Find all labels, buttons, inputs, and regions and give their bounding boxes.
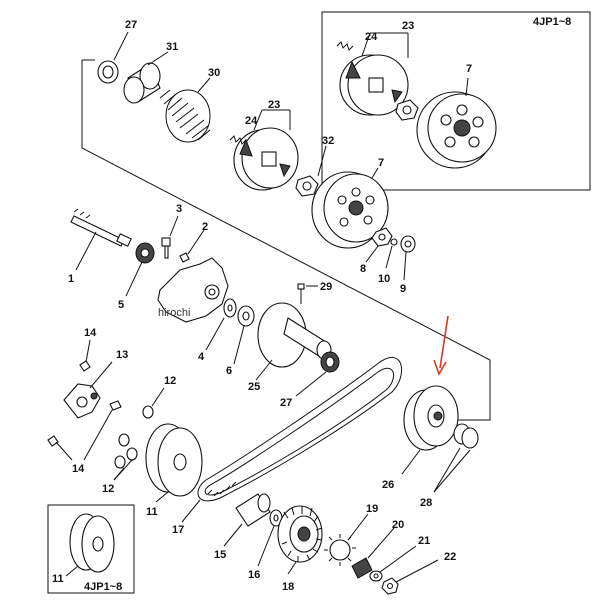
washer-27: [97, 60, 119, 84]
inset-top-border: [321, 11, 591, 191]
part-number: 2: [202, 221, 208, 233]
part-number: 27: [125, 19, 137, 31]
frame-outline: [81, 60, 491, 421]
spring-30: [159, 89, 211, 143]
washer-10: [390, 238, 398, 246]
washer-21: [369, 570, 383, 582]
part-number: 14: [72, 463, 85, 475]
part-number: 13: [116, 349, 128, 361]
part-number: 28: [420, 497, 432, 509]
part-number: 11: [52, 573, 64, 585]
part-number: 5: [118, 299, 124, 311]
part-number: 19: [366, 503, 378, 515]
part-number: 24: [245, 115, 258, 127]
part-number: 7: [466, 63, 472, 75]
part-number: 32: [322, 135, 334, 147]
sheave-11: [145, 423, 203, 497]
fan-18: [277, 505, 323, 563]
transmission-cover: [157, 257, 229, 323]
part-number: 9: [400, 283, 406, 295]
o-rings-28: [453, 423, 479, 449]
inset-top-title: 4JP1~8: [533, 16, 571, 28]
part-number: 7: [378, 157, 384, 169]
part-number: 12: [164, 375, 176, 387]
part-number: 30: [208, 67, 220, 79]
part-number: 23: [402, 20, 414, 32]
part-number: 23: [268, 99, 280, 111]
part-number: 21: [418, 535, 430, 547]
collar-15: [235, 493, 271, 527]
rollers-12: [114, 405, 154, 469]
belt-17: [197, 356, 403, 502]
part-number: 18: [282, 581, 294, 593]
collar-31: [123, 62, 161, 104]
washer-6: [237, 305, 255, 327]
part-number: 22: [444, 551, 456, 563]
spring-part: [336, 41, 354, 51]
dowel-2: [179, 252, 190, 263]
part-number: 6: [226, 365, 232, 377]
part-number: 31: [166, 41, 178, 53]
part-number: 1: [68, 273, 74, 285]
part-number: 24: [365, 31, 378, 43]
part-number: 12: [102, 483, 114, 495]
indicator-arrow: [433, 315, 449, 376]
clutch-23: [233, 127, 299, 191]
inset-top: 4JP1~8: [321, 11, 591, 191]
clip-14: [79, 360, 91, 372]
washer-4: [223, 298, 237, 318]
inset-bottom-border: [47, 504, 135, 594]
sheave-25: [257, 302, 332, 368]
part-number: 20: [392, 519, 404, 531]
part-number: 29: [320, 281, 332, 293]
part-number: 27: [280, 397, 292, 409]
oil-seal-27: [320, 351, 340, 373]
nut-8: [371, 227, 393, 247]
part-number: 14: [84, 327, 97, 339]
part-number: 17: [172, 524, 184, 536]
clutch-housing-7: [311, 171, 389, 249]
clip-14b: [47, 435, 59, 447]
inset-bottom-title: 4JP1~8: [84, 581, 122, 593]
part-number: 26: [382, 479, 394, 491]
clutch-part: [339, 54, 409, 116]
part-number: 8: [360, 263, 366, 275]
bolt-3: [161, 237, 171, 259]
part-number: 3: [176, 203, 182, 215]
pin-29: [297, 283, 305, 304]
part-number: 15: [214, 549, 226, 561]
part-number: 25: [248, 381, 260, 393]
washer-9: [400, 235, 416, 253]
part-number: 11: [146, 506, 158, 518]
nut-32: [295, 175, 319, 197]
bearing-5: [135, 242, 155, 264]
gear-19: [324, 534, 356, 566]
sheave-26: [403, 385, 459, 451]
part-20: [351, 557, 373, 579]
nut-22: [381, 577, 399, 595]
nut-part: [395, 99, 419, 121]
arm-13: [63, 383, 101, 419]
shaft-1: [70, 208, 132, 247]
clutch-housing-part: [416, 91, 497, 169]
inset-bottom: 11 4JP1~8: [47, 504, 135, 594]
watermark: hirochi: [158, 307, 190, 319]
part-number: 16: [248, 569, 260, 581]
part-number: 10: [378, 273, 390, 285]
part-number: 4: [198, 351, 205, 363]
